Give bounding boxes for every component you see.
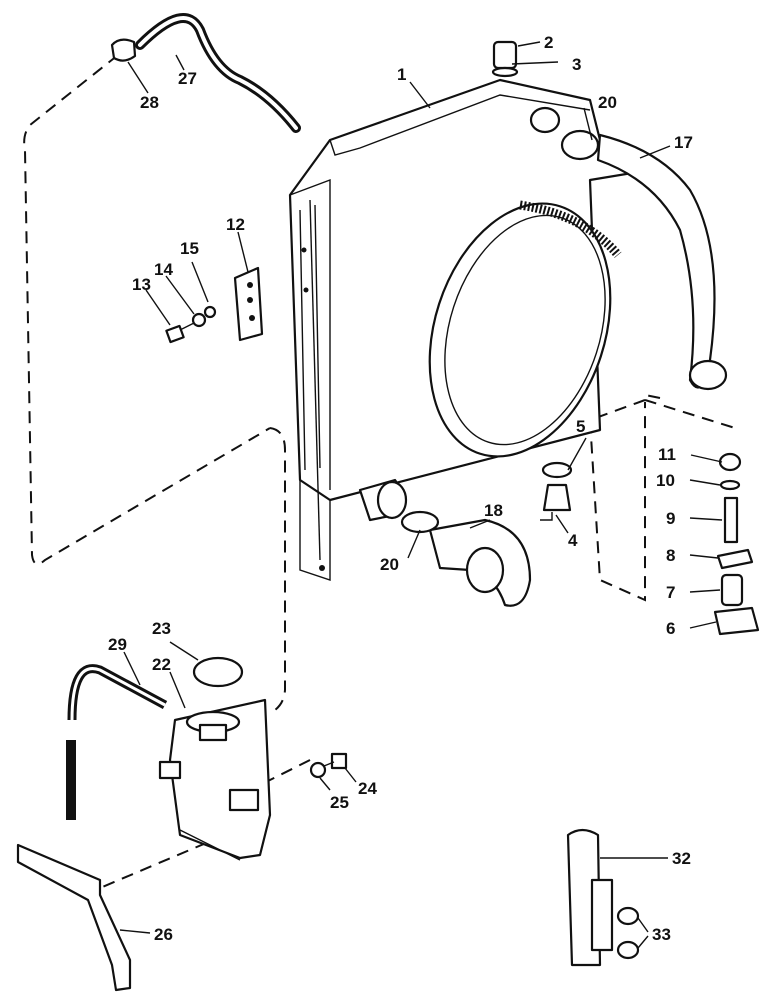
dashed-bracket-hardware: [588, 393, 736, 602]
hose-29: [67, 664, 168, 721]
hose-29-lower: [66, 740, 76, 820]
callout-4: 4: [568, 531, 578, 550]
callout-5: 5: [576, 417, 585, 436]
bolt-13: [165, 321, 197, 344]
callout-labels: 1 2 3 4 5 6 7 8 9 10 11 12 13 14 15 17 1…: [108, 33, 693, 944]
callout-23: 23: [152, 619, 171, 638]
washer-14: [191, 312, 207, 328]
washer-25: [309, 761, 327, 779]
callout-28: 28: [140, 93, 159, 112]
bracket-12: [233, 266, 264, 342]
callout-14: 14: [154, 260, 173, 279]
hose-clamp-28: [110, 38, 137, 62]
callout-18: 18: [484, 501, 503, 520]
callout-3: 3: [572, 55, 581, 74]
callout-20-lower: 20: [380, 555, 399, 574]
callout-10: 10: [656, 471, 675, 490]
nut-15: [203, 305, 217, 319]
overflow-hose: [135, 13, 301, 133]
callout-7: 7: [666, 583, 675, 602]
bushing-33a: [616, 906, 640, 926]
callout-2: 2: [544, 33, 553, 52]
bracket-26: [16, 843, 132, 992]
callout-29: 29: [108, 635, 127, 654]
callout-20-upper: 20: [598, 93, 617, 112]
radiator-cap-23: [192, 656, 244, 688]
callout-27: 27: [178, 69, 197, 88]
callout-13: 13: [132, 275, 151, 294]
support-32: [566, 828, 614, 967]
callout-8: 8: [666, 546, 675, 565]
callout-9: 9: [666, 509, 675, 528]
callout-17: 17: [674, 133, 693, 152]
callout-22: 22: [152, 655, 171, 674]
hardware-stack: [713, 452, 760, 636]
bushing-33b: [616, 940, 640, 960]
bolt-24: [323, 752, 348, 770]
callout-26: 26: [154, 925, 173, 944]
leader-lines: [119, 41, 723, 949]
callout-33: 33: [652, 925, 671, 944]
upper-hose-end: [688, 359, 728, 391]
callout-11: 11: [658, 445, 676, 464]
dashed-link-28-tank: [23, 54, 271, 565]
callout-12: 12: [226, 215, 245, 234]
callout-32: 32: [672, 849, 691, 868]
callout-15: 15: [180, 239, 199, 258]
callout-25: 25: [330, 793, 349, 812]
dashed-link-tank-shroud: [269, 427, 286, 713]
callout-1: 1: [397, 65, 406, 84]
hose-clamp-lower: [400, 510, 440, 534]
surge-tank: [158, 698, 272, 861]
radiator-assembly: [288, 40, 652, 581]
callout-24: 24: [358, 779, 377, 798]
callout-6: 6: [666, 619, 675, 638]
